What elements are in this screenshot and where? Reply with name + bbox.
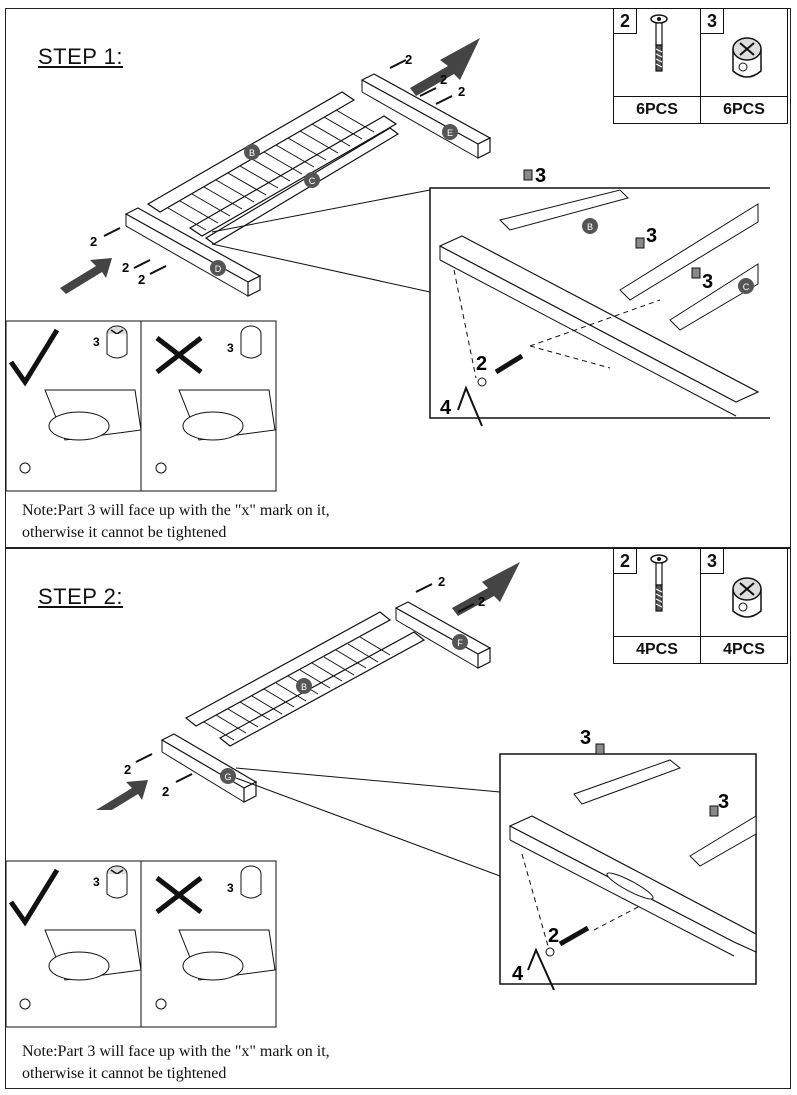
step-1-panel <box>5 8 791 548</box>
part-3-cell: 3 <box>700 8 788 97</box>
svg-text:3: 3 <box>93 875 100 889</box>
svg-text:C: C <box>743 282 750 292</box>
part-3-label: 3 <box>535 165 546 187</box>
svg-text:2: 2 <box>438 574 445 589</box>
arrow-icon <box>452 562 520 616</box>
step-1-title: STEP 1: <box>38 44 124 69</box>
arrow-icon <box>96 780 148 810</box>
bolt-label: 2 <box>405 52 412 67</box>
svg-text:C: C <box>309 176 316 186</box>
part-2-cell: 2 <box>613 548 701 637</box>
bolt-label: 2 <box>90 234 97 249</box>
callout-d: D <box>210 260 226 276</box>
step-1-assembly-illustration: B C D E 2 2 2 2 2 2 <box>60 38 492 297</box>
callout-e: E <box>442 124 458 140</box>
step-2-detail-view: 3 3 2 4 <box>235 727 757 990</box>
part-number: 2 <box>614 9 637 34</box>
part-3-label: 3 <box>702 271 713 293</box>
step-2-orientation-examples: 3 3 <box>5 860 277 1028</box>
note-line-1: Note:Part 3 will face up with the "x" ma… <box>22 502 330 519</box>
step-1-note: Note:Part 3 will face up with the "x" ma… <box>22 500 330 544</box>
svg-text:D: D <box>215 264 222 274</box>
callout-b: B <box>296 678 312 694</box>
part-2-qty: 6PCS <box>613 96 701 124</box>
correct-check-icon <box>8 868 60 927</box>
callout-f: F <box>452 634 468 650</box>
callout-c: C <box>738 278 754 294</box>
bolt-label: 2 <box>122 260 129 275</box>
svg-text:G: G <box>224 772 231 782</box>
part-number: 3 <box>701 9 724 34</box>
step-1-detail-view: B C 3 3 3 2 4 <box>211 165 770 427</box>
step-2-parts-table: 2 3 4PCS 4PCS <box>613 548 788 664</box>
bolt-label: 2 <box>458 84 465 99</box>
step-2-title: STEP 2: <box>38 584 124 609</box>
note-line-2: otherwise it cannot be tightened <box>22 524 227 541</box>
step-2-assembly-illustration: B F G 2 2 2 2 <box>96 562 520 810</box>
part-3-cell: 3 <box>700 548 788 637</box>
bolt-icon <box>650 14 668 72</box>
callout-g: G <box>220 768 236 784</box>
part-2-cell: 2 <box>613 8 701 97</box>
part-3-qty: 6PCS <box>700 96 788 124</box>
svg-text:2: 2 <box>162 784 169 799</box>
part-3-label: 3 <box>646 225 657 247</box>
part-3-qty: 4PCS <box>700 636 788 664</box>
svg-text:3: 3 <box>227 881 234 895</box>
callout-c: C <box>304 172 320 188</box>
svg-text:B: B <box>587 222 593 232</box>
step-1-orientation-examples: 3 3 <box>5 320 277 492</box>
callout-b: B <box>582 218 598 234</box>
part-4-label: 4 <box>512 963 524 985</box>
note-line-1: Note:Part 3 will face up with the "x" ma… <box>22 1043 330 1060</box>
svg-text:B: B <box>249 148 255 158</box>
incorrect-x-icon <box>155 876 203 914</box>
part-2-label: 2 <box>476 353 487 375</box>
part-2-qty: 4PCS <box>613 636 701 664</box>
bolt-icon <box>650 554 668 612</box>
step-2-note: Note:Part 3 will face up with the "x" ma… <box>22 1041 330 1085</box>
step-1-parts-table: 2 3 6PCS 6PCS <box>613 8 788 124</box>
svg-text:F: F <box>457 638 463 648</box>
part-4-label: 4 <box>440 397 452 419</box>
svg-text:3: 3 <box>227 341 234 355</box>
svg-text:E: E <box>447 128 453 138</box>
part-number: 2 <box>614 549 637 574</box>
svg-text:2: 2 <box>124 762 131 777</box>
incorrect-x-icon <box>155 336 203 374</box>
arrow-icon <box>410 38 480 96</box>
correct-check-icon <box>8 328 60 387</box>
bolt-label: 2 <box>440 72 447 87</box>
bolt-label: 2 <box>138 272 145 287</box>
part-3-label: 3 <box>718 791 729 813</box>
part-2-label: 2 <box>548 925 559 947</box>
barrel-nut-icon <box>732 37 762 78</box>
svg-text:2: 2 <box>478 594 485 609</box>
arrow-icon <box>60 258 112 294</box>
callout-b: B <box>244 144 260 160</box>
part-number: 3 <box>701 549 724 574</box>
step-2-panel <box>5 548 791 1089</box>
note-line-2: otherwise it cannot be tightened <box>22 1065 227 1082</box>
svg-text:3: 3 <box>93 335 100 349</box>
svg-text:B: B <box>301 682 307 692</box>
barrel-nut-icon <box>732 577 762 618</box>
part-3-label: 3 <box>580 727 591 749</box>
